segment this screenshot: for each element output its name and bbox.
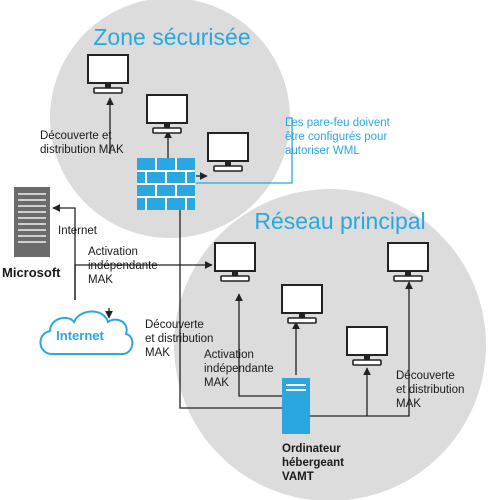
secure-discovery-label: Découverte et distribution MAK bbox=[40, 130, 124, 156]
vamt-host-label: Ordinateur hébergeant VAMT bbox=[282, 443, 347, 483]
discovery-left-label: Découverte et distribution MAK bbox=[145, 319, 217, 359]
firewall-note-connector bbox=[196, 117, 293, 184]
activation-inner-label: Activation indépendante MAK bbox=[204, 349, 277, 389]
main-network-title: Réseau principal bbox=[254, 208, 425, 234]
secure-zone-title: Zone sécurisée bbox=[93, 24, 250, 50]
firewall-icon bbox=[137, 158, 195, 210]
microsoft-label: Microsoft bbox=[2, 265, 61, 280]
microsoft-server-icon bbox=[14, 187, 50, 257]
internet-cloud-icon bbox=[39, 310, 134, 355]
activation-left-label: Activation indépendante MAK bbox=[88, 246, 161, 286]
internet-link-label: Internet bbox=[58, 225, 98, 237]
vamt-host-server-icon bbox=[282, 378, 310, 434]
discovery-right-label: Découverte et distribution MAK bbox=[396, 370, 468, 410]
firewall-note: Les pare-feu doivent être configurés pou… bbox=[285, 117, 393, 157]
internet-cloud-label: Internet bbox=[56, 328, 104, 343]
connection-lines bbox=[52, 97, 413, 417]
